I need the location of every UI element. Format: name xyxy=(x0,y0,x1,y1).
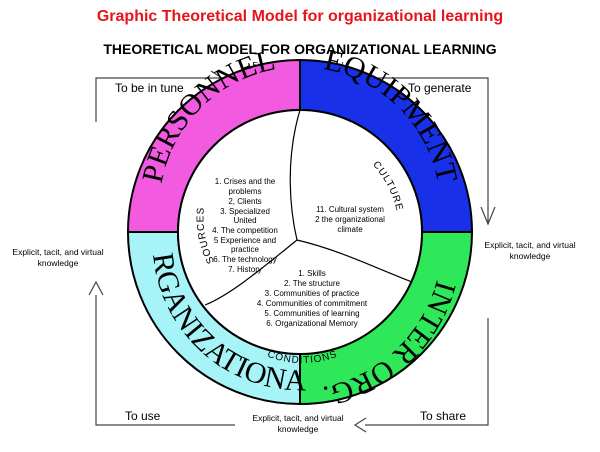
list-item: 5 Experience and xyxy=(214,236,276,245)
list-item: 1. Crises and the xyxy=(215,177,276,186)
list-item: 5. Communities of learning xyxy=(264,309,359,318)
culture-list: 11. Cultural system 2 the organizational… xyxy=(315,205,385,234)
list-item: 4. Communities of commitment xyxy=(257,299,368,308)
corner-to-generate: To generate xyxy=(408,81,472,95)
list-item: 4. The competition xyxy=(212,226,278,235)
list-item: 2 the organizational xyxy=(315,215,385,224)
arrow-down-right xyxy=(480,206,496,226)
inner-dividers xyxy=(204,109,413,306)
list-item: 2, Clients xyxy=(228,197,261,206)
flow-cycle-lines xyxy=(95,77,489,426)
list-item: 3. Specialized xyxy=(220,207,270,216)
svg-text:Explicit, tacit, and virtual: Explicit, tacit, and virtual xyxy=(12,247,103,257)
list-item: 6. The technology xyxy=(213,255,276,264)
conditions-list: 1. Skills 2. The structure 3. Communitie… xyxy=(257,269,368,328)
flow-line-bottom-right xyxy=(365,318,489,426)
svg-text:knowledge: knowledge xyxy=(38,258,79,268)
arrow-up-left xyxy=(88,280,104,296)
divider-top xyxy=(289,109,301,241)
list-item: practice xyxy=(231,245,260,254)
main-title: Graphic Theoretical Model for organizati… xyxy=(97,8,503,25)
list-item: 3. Communities of practice xyxy=(265,289,360,298)
svg-text:Explicit, tacit, and virtual: Explicit, tacit, and virtual xyxy=(252,413,343,423)
svg-text:knowledge: knowledge xyxy=(510,251,551,261)
flow-line-top-right xyxy=(350,77,489,224)
svg-text:Explicit, tacit, and virtual: Explicit, tacit, and virtual xyxy=(484,240,575,250)
arrow-left-bottom xyxy=(353,417,367,433)
subtitle: THEORETICAL MODEL FOR ORGANIZATIONAL LEA… xyxy=(103,41,496,57)
list-item: 11. Cultural system xyxy=(316,205,384,214)
list-item: problems xyxy=(229,187,262,196)
list-item: 1. Skills xyxy=(298,269,326,278)
list-item: 6. Organizational Memory xyxy=(266,319,358,328)
corner-to-use: To use xyxy=(125,409,161,423)
corner-to-share: To share xyxy=(420,409,466,423)
corner-to-be-in-tune: To be in tune xyxy=(115,81,184,95)
flow-label-right: Explicit, tacit, and virtual knowledge xyxy=(484,240,575,261)
svg-text:knowledge: knowledge xyxy=(278,424,319,434)
flow-label-bottom: Explicit, tacit, and virtual knowledge xyxy=(252,413,343,434)
flow-label-left: Explicit, tacit, and virtual knowledge xyxy=(12,247,103,268)
list-item: 7. History xyxy=(228,265,262,274)
sources-list: 1. Crises and the problems 2, Clients 3.… xyxy=(212,177,278,274)
divider-right xyxy=(296,239,413,283)
list-item: United xyxy=(233,216,256,225)
flow-line-top-left xyxy=(95,77,220,122)
list-item: climate xyxy=(337,225,363,234)
flow-line-bottom-left xyxy=(95,295,235,426)
list-item: 2. The structure xyxy=(284,279,340,288)
divider-left xyxy=(204,239,298,306)
